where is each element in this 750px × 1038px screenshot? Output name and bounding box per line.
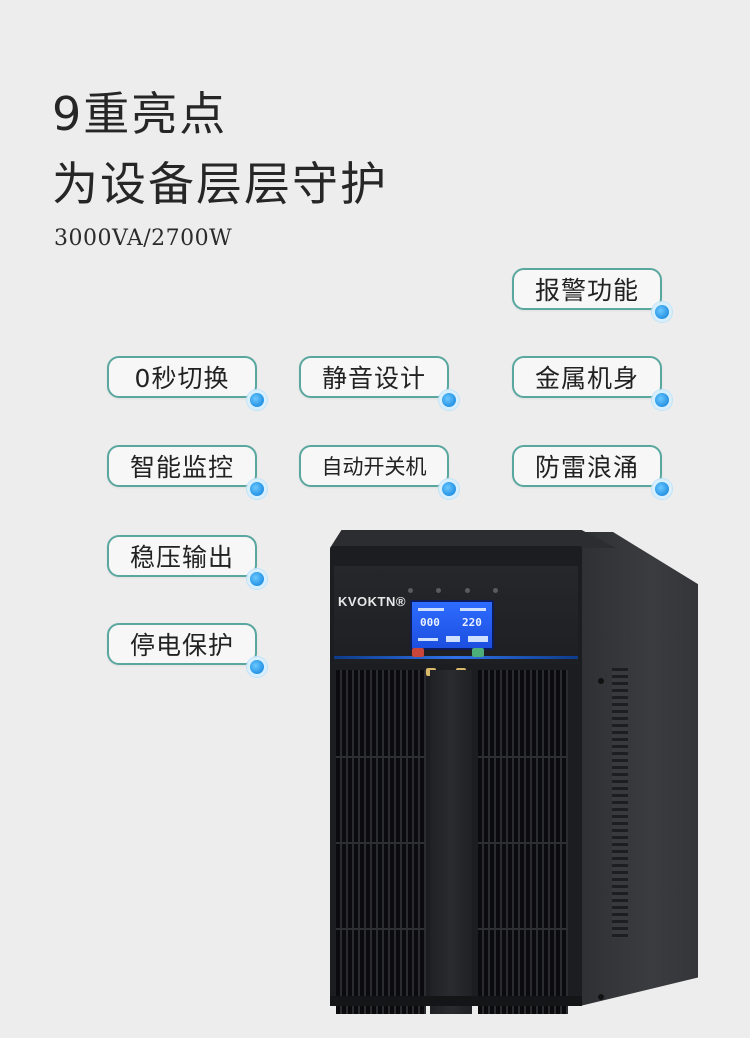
dot-icon <box>247 479 267 499</box>
vent-divider <box>478 842 568 844</box>
feature-pill-stable-output: 稳压输出 <box>107 535 267 589</box>
feature-label: 静音设计 <box>321 364 426 393</box>
ups-product-image: 000 220 KVOKTN® <box>330 530 698 1014</box>
blue-accent-line <box>334 656 578 659</box>
brand-logo: KVOKTN® <box>338 594 406 609</box>
headline-title: 9重亮点 <box>52 87 228 141</box>
dot-icon <box>652 302 672 322</box>
dot-icon <box>439 479 459 499</box>
lcd-display: 000 220 <box>410 600 494 650</box>
right-vent-grille <box>478 670 568 1014</box>
ups-front-panel: 000 220 KVOKTN® <box>330 546 582 1014</box>
feature-pill-zero-switch: 0秒切换 <box>107 356 267 410</box>
led-icon <box>492 588 498 593</box>
led-icon <box>436 588 442 593</box>
feature-label: 稳压输出 <box>129 543 234 572</box>
feature-pill-alarm: 报警功能 <box>512 268 672 322</box>
feature-label: 金属机身 <box>534 364 639 393</box>
screw-icon <box>598 678 604 684</box>
vent-divider <box>336 928 426 930</box>
vent-divider <box>336 842 426 844</box>
lcd-segment <box>418 638 438 641</box>
ups-top-edge <box>330 530 616 548</box>
feature-pill-silent: 静音设计 <box>299 356 459 410</box>
feature-pill-surge: 防雷浪涌 <box>512 445 672 499</box>
feature-label: 停电保护 <box>129 631 234 660</box>
led-icon <box>408 588 413 593</box>
ups-base <box>330 996 582 1006</box>
power-on-button <box>412 648 424 657</box>
feature-label: 防雷浪涌 <box>534 453 639 482</box>
lcd-segment <box>446 636 460 642</box>
lcd-input-value: 000 <box>420 616 440 629</box>
vent-divider <box>478 756 568 758</box>
lcd-segment <box>468 636 488 642</box>
dot-icon <box>247 657 267 677</box>
feature-label: 报警功能 <box>534 276 639 305</box>
spec-text: 3000VA/2700W <box>54 226 233 251</box>
led-icon <box>464 588 470 593</box>
power-off-button <box>472 648 484 657</box>
ups-side-panel <box>580 532 698 1006</box>
ups-side-vent <box>612 668 628 938</box>
ups-control-panel: 000 220 <box>334 566 578 664</box>
feature-pill-smart-monitor: 智能监控 <box>107 445 267 499</box>
screw-icon <box>598 994 604 1000</box>
vent-divider <box>336 756 426 758</box>
left-vent-grille <box>336 670 426 1014</box>
feature-pill-metal-body: 金属机身 <box>512 356 672 410</box>
dot-icon <box>247 390 267 410</box>
headline-subtitle: 为设备层层守护 <box>52 157 388 211</box>
lcd-segment <box>418 608 444 611</box>
lcd-output-value: 220 <box>462 616 482 629</box>
feature-pill-auto-power: 自动开关机 <box>299 445 459 499</box>
center-strip <box>430 670 472 1014</box>
feature-label: 自动开关机 <box>321 455 427 479</box>
dot-icon <box>652 479 672 499</box>
vent-divider <box>478 928 568 930</box>
feature-pill-outage: 停电保护 <box>107 623 267 677</box>
dot-icon <box>247 569 267 589</box>
status-leds <box>408 588 498 600</box>
dot-icon <box>652 390 672 410</box>
lcd-segment <box>460 608 486 611</box>
feature-label: 0秒切换 <box>134 364 230 393</box>
feature-label: 智能监控 <box>129 453 234 482</box>
dot-icon <box>439 390 459 410</box>
